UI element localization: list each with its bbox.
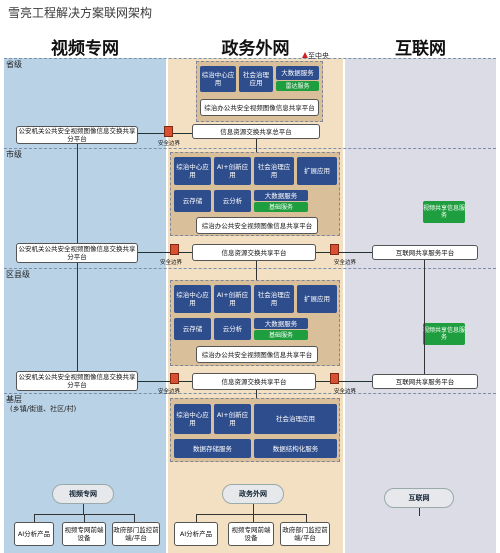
- province-police-platform: 公安机关公共安全视频图像信息交换共享分平台: [16, 126, 138, 144]
- video-cloud-stem: [83, 504, 84, 514]
- province-firewall-icon: [164, 126, 173, 137]
- province-bigdata: 大数据服务: [276, 66, 319, 80]
- video-gov-monitor: 政府部门监控前端/平台: [112, 522, 160, 546]
- internet-cloud: 互联网: [384, 488, 454, 508]
- city-police-platform: 公安机关公共安全视频图像信息交换共享分平台: [16, 243, 138, 263]
- district-divider: [4, 268, 496, 269]
- district-bigdata: 大数据服务: [254, 318, 308, 329]
- district-police-platform: 公安机关公共安全视频图像信息交换共享分平台: [16, 371, 138, 391]
- grassroots-app-zongzhi: 综治中心应用: [174, 404, 211, 434]
- district-internet-green: 视频共享信息服务: [423, 323, 465, 345]
- video-front-device: 视频专网前端设备: [62, 522, 106, 546]
- district-left-security-label: 安全边界: [158, 389, 181, 395]
- city-bigdata-sub: 基础服务: [254, 202, 308, 212]
- district-left-firewall-icon: [170, 373, 179, 384]
- district-bigdata-sub: 基础服务: [254, 330, 308, 340]
- city-cloud-analysis: 云分析: [214, 190, 251, 212]
- city-right-link-arrow: [316, 252, 372, 253]
- video-network-cloud: 视频专网: [52, 484, 114, 504]
- province-app-zongzhi: 综治中心应用: [200, 66, 236, 92]
- district-app-extend: 扩展应用: [297, 285, 337, 313]
- internet-link-city-district: [424, 260, 425, 374]
- district-share-platform: 综治办公共安全视频图像信息共享平台: [196, 346, 318, 363]
- city-left-link-arrow: [138, 252, 192, 253]
- district-left-link-arrow: [138, 381, 192, 382]
- grassroots-data-storage: 数据存储服务: [174, 439, 251, 458]
- grassroots-sub-label: (乡镇/街道、社区/村): [10, 405, 77, 413]
- grassroots-data-struct: 数据结构化服务: [254, 439, 337, 458]
- gov-network-cloud: 政务外网: [222, 484, 284, 504]
- city-exchange-platform: 信息资源交换共享平台: [192, 244, 316, 261]
- district-internet-platform: 互联网共享服务平台: [372, 374, 478, 389]
- internet-cloud-stem: [419, 508, 420, 516]
- province-app-social: 社会治理应用: [239, 66, 273, 92]
- gov-ai-product: AI分析产品: [174, 522, 218, 546]
- district-right-security-label: 安全边界: [334, 389, 357, 395]
- city-app-zongzhi: 综治中心应用: [174, 157, 211, 185]
- province-divider: [4, 58, 496, 59]
- page-title: 雪亮工程解决方案联网架构: [8, 6, 153, 20]
- video-ai-product: AI分析产品: [14, 522, 54, 546]
- grassroots-app-ai: AI+创新应用: [214, 404, 251, 434]
- city-internet-platform: 互联网共享服务平台: [372, 245, 478, 260]
- gov-drop-1: [196, 514, 197, 522]
- gov-cloud-bus: [196, 514, 306, 515]
- video-link-city-district: [77, 263, 78, 371]
- grassroots-divider: [4, 393, 496, 394]
- up-arrow-icon: [302, 52, 308, 58]
- district-app-ai: AI+创新应用: [214, 285, 251, 313]
- district-cloud-analysis: 云分析: [214, 318, 251, 340]
- city-app-social: 社会治理应用: [254, 157, 294, 185]
- video-link-province-city: [77, 144, 78, 243]
- city-app-ai: AI+创新应用: [214, 157, 251, 185]
- city-app-extend: 扩展应用: [297, 157, 337, 185]
- gov-link-city-district: [256, 261, 257, 280]
- district-level-label: 区县级: [6, 270, 30, 279]
- province-security-label: 安全边界: [158, 141, 181, 147]
- grassroots-level-label: 基层: [6, 395, 22, 404]
- video-column-header: 视频专网: [51, 39, 119, 59]
- city-divider: [4, 148, 496, 149]
- province-share-platform: 综治办公共安全视频图像信息共享平台: [200, 99, 319, 116]
- gov-link-district-grass: [256, 390, 257, 398]
- internet-column: [345, 58, 496, 553]
- video-drop-1: [34, 514, 35, 522]
- city-bigdata: 大数据服务: [254, 190, 308, 201]
- grassroots-app-social: 社会治理应用: [254, 404, 337, 434]
- district-cloud-storage: 云存储: [174, 318, 211, 340]
- city-share-platform: 综治办公共安全视频图像信息共享平台: [196, 217, 318, 234]
- city-internet-green: 视频共享信息服务: [423, 201, 465, 223]
- gov-drop-2: [253, 514, 254, 522]
- gov-column-header: 政务外网: [221, 39, 290, 59]
- province-bigdata-sub: 雷达服务: [276, 81, 319, 91]
- video-drop-3: [134, 514, 135, 522]
- to-center-label: 至中央: [308, 52, 329, 60]
- district-right-firewall-icon: [330, 373, 339, 384]
- province-exchange-platform: 信息资源交换共享总平台: [192, 124, 320, 139]
- gov-drop-3: [306, 514, 307, 522]
- video-drop-2: [84, 514, 85, 522]
- city-right-firewall-icon: [330, 244, 339, 255]
- gov-link-province-city: [256, 139, 257, 152]
- province-level-label: 省级: [6, 60, 22, 69]
- city-cloud-storage: 云存储: [174, 190, 211, 212]
- city-right-security-label: 安全边界: [334, 260, 357, 266]
- gov-front-device: 视频专网前端设备: [228, 522, 274, 546]
- city-left-security-label: 安全边界: [160, 260, 183, 266]
- district-app-social: 社会治理应用: [254, 285, 294, 313]
- gov-monitor: 政府部门监控前端/平台: [280, 522, 330, 546]
- city-level-label: 市级: [6, 150, 22, 159]
- district-exchange-platform: 信息资源交换共享平台: [192, 373, 316, 390]
- gov-cloud-stem: [253, 504, 254, 514]
- district-app-zongzhi: 综治中心应用: [174, 285, 211, 313]
- internet-column-header: 互联网: [395, 39, 446, 59]
- district-right-link-arrow: [316, 381, 372, 382]
- city-left-firewall-icon: [170, 244, 179, 255]
